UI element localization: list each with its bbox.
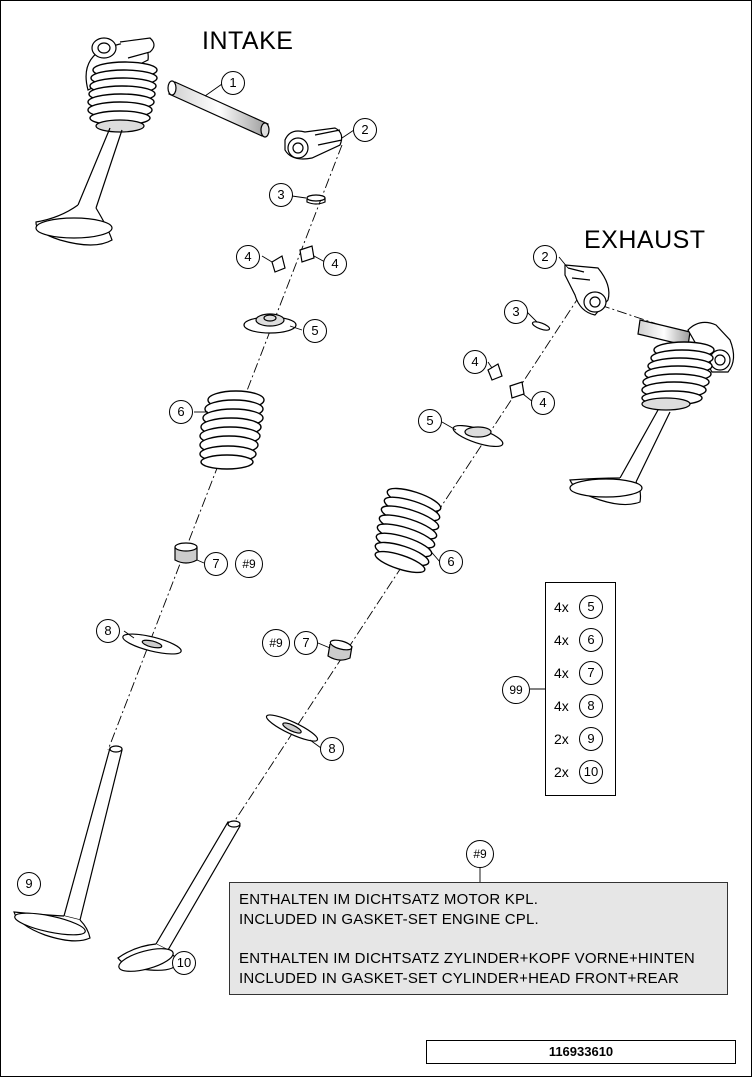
callout-intake-1: 1 <box>221 71 245 95</box>
intake-part-6-spring <box>199 390 265 470</box>
callout-note-ref-9: #9 <box>466 840 494 868</box>
exhaust-shaft-axis-line <box>599 304 661 326</box>
kit-row: 2x 10 <box>546 760 615 784</box>
callout-intake-5: 5 <box>303 319 327 343</box>
intake-part-5-retainer <box>243 313 297 334</box>
kit-row: 4x 5 <box>546 595 615 619</box>
note-line-2: INCLUDED IN GASKET-SET ENGINE CPL. <box>239 911 539 928</box>
exhaust-assembled-valve <box>569 319 735 506</box>
kit-qty: 2x <box>554 731 569 747</box>
callout-intake-ref-9: #9 <box>235 550 263 578</box>
intake-title: INTAKE <box>202 27 294 55</box>
exhaust-part-10-valve <box>117 820 241 972</box>
kit-part-number: 6 <box>579 628 603 652</box>
callout-intake-2: 2 <box>353 118 377 142</box>
callout-intake-8: 8 <box>96 619 120 643</box>
kit-part-number: 7 <box>579 661 603 685</box>
note-line-3: ENTHALTEN IM DICHTSATZ ZYLINDER+KOPF VOR… <box>239 950 695 967</box>
kit-part-number: 9 <box>579 727 603 751</box>
callout-intake-4b: 4 <box>323 252 347 276</box>
callout-intake-3: 3 <box>269 183 293 207</box>
callout-exhaust-ref-9: #9 <box>262 629 290 657</box>
exhaust-title: EXHAUST <box>584 226 706 254</box>
callout-intake-7: 7 <box>204 552 228 576</box>
intake-assembled-valve <box>35 37 158 246</box>
callout-exhaust-5: 5 <box>418 409 442 433</box>
gasket-note-box: ENTHALTEN IM DICHTSATZ MOTOR KPL. INCLUD… <box>229 882 728 995</box>
exhaust-part-5-retainer <box>452 424 504 448</box>
exhaust-part-6-spring <box>374 487 442 574</box>
kit-part-number: 5 <box>579 595 603 619</box>
callout-exhaust-6: 6 <box>439 550 463 574</box>
kit-part-number: 10 <box>579 760 603 784</box>
note-line-4: INCLUDED IN GASKET-SET CYLINDER+HEAD FRO… <box>239 970 680 987</box>
callout-exhaust-2: 2 <box>533 245 557 269</box>
callout-exhaust-4b: 4 <box>531 391 555 415</box>
intake-part-3-shim <box>306 194 326 205</box>
kit-row: 4x 6 <box>546 628 615 652</box>
callout-intake-9: 9 <box>17 872 41 896</box>
intake-part-4-keepers <box>271 245 315 273</box>
gasket-kit-box: 4x 5 4x 6 4x 7 4x 8 2x 9 2x 10 <box>545 582 616 796</box>
document-number: 116933610 <box>548 1044 614 1059</box>
kit-row: 4x 7 <box>546 661 615 685</box>
callout-intake-4a: 4 <box>236 245 260 269</box>
callout-exhaust-3: 3 <box>504 300 528 324</box>
callout-kit-99: 99 <box>502 676 530 704</box>
kit-qty: 4x <box>554 599 569 615</box>
exhaust-part-4-keepers <box>487 363 525 399</box>
leader-lines <box>123 83 569 882</box>
exhaust-part-7-seal <box>327 639 353 661</box>
exhaust-part-2-rocker <box>564 264 610 316</box>
kit-qty: 4x <box>554 698 569 714</box>
intake-part-1-shaft <box>167 80 270 138</box>
kit-row: 4x 8 <box>546 694 615 718</box>
kit-qty: 4x <box>554 665 569 681</box>
intake-part-8-washer <box>122 633 182 655</box>
kit-part-number: 8 <box>579 694 603 718</box>
callout-exhaust-10: 10 <box>172 951 196 975</box>
callout-exhaust-4a: 4 <box>463 350 487 374</box>
document-number-box: 116933610 <box>426 1040 736 1064</box>
callout-exhaust-7: 7 <box>294 631 318 655</box>
intake-part-7-seal <box>174 542 198 564</box>
kit-qty: 4x <box>554 632 569 648</box>
kit-qty: 2x <box>554 764 569 780</box>
intake-part-9-valve <box>13 745 123 942</box>
kit-row: 2x 9 <box>546 727 615 751</box>
exhaust-part-3-shim <box>531 321 551 331</box>
note-line-1: ENTHALTEN IM DICHTSATZ MOTOR KPL. <box>239 891 539 908</box>
exhaust-part-8-washer <box>265 714 319 742</box>
callout-intake-6: 6 <box>169 400 193 424</box>
intake-part-2-rocker <box>284 127 343 160</box>
callout-exhaust-8: 8 <box>320 737 344 761</box>
